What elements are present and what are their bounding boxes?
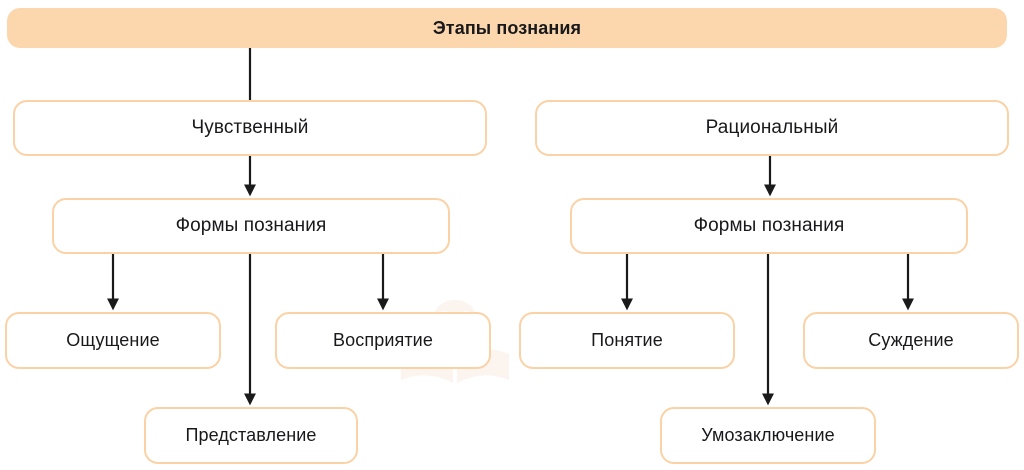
node-sensory-stage[interactable]: Чувственный (13, 100, 487, 156)
node-forms-of-cognition-right[interactable]: Формы познания (570, 198, 968, 254)
node-perception[interactable]: Восприятие (275, 312, 491, 369)
node-inference[interactable]: Умозаключение (660, 407, 876, 464)
node-rational-stage[interactable]: Рациональный (535, 100, 1009, 156)
node-judgement[interactable]: Суждение (803, 312, 1019, 369)
diagram-title-bar: Этапы познания (7, 8, 1007, 48)
node-sensation[interactable]: Ощущение (5, 312, 221, 369)
node-representation[interactable]: Представление (144, 407, 358, 464)
node-concept[interactable]: Понятие (519, 312, 735, 369)
node-forms-of-cognition-left[interactable]: Формы познания (52, 198, 450, 254)
